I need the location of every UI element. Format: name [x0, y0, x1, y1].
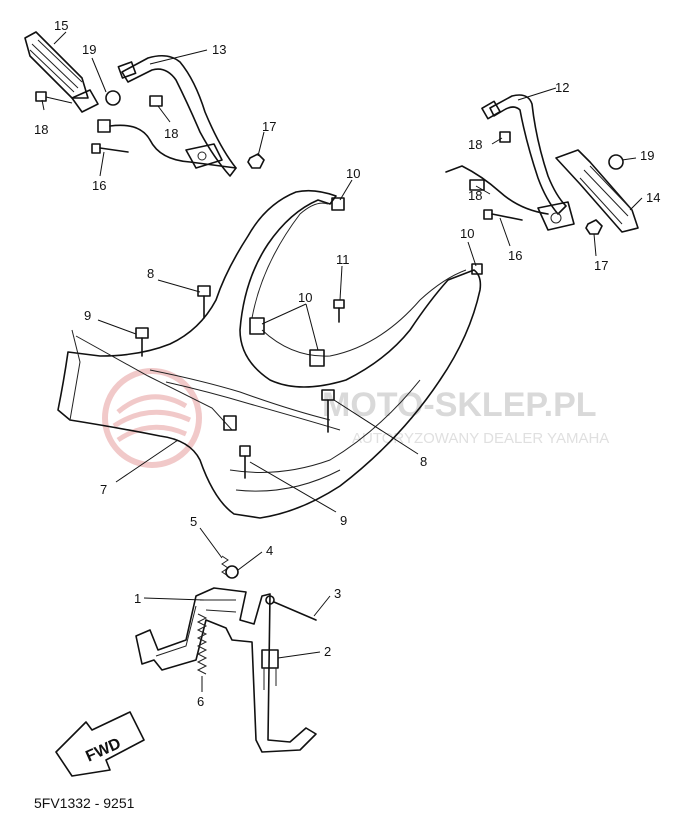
fasteners — [135, 197, 483, 479]
callout-14: 14 — [646, 190, 660, 205]
leg-shield-cover — [57, 189, 482, 519]
washer-right — [608, 154, 624, 170]
watermark-subtitle: AUTORYZOWANY DEALER YAMAHA — [352, 430, 609, 447]
callout-10-right: 10 — [460, 226, 474, 241]
callout-19-right: 19 — [640, 148, 654, 163]
callout-17-left: 17 — [262, 119, 276, 134]
callout-16-left: 16 — [92, 178, 106, 193]
callout-7: 7 — [100, 482, 107, 497]
nut-17-left — [247, 153, 265, 169]
nut-17-right — [585, 219, 603, 235]
bolt-18-left-a — [35, 91, 73, 104]
diagram-code: 5FV1332 - 9251 — [34, 795, 135, 811]
callout-12: 12 — [555, 80, 569, 95]
main-stand — [135, 587, 317, 753]
callout-13: 13 — [212, 42, 226, 57]
callout-labels: 15 19 13 18 18 17 16 10 12 18 19 18 14 1… — [34, 18, 660, 709]
nut-10-top — [331, 197, 345, 211]
footrest-bracket-right — [445, 94, 575, 231]
callout-8-upper: 8 — [147, 266, 154, 281]
callout-3: 3 — [334, 586, 341, 601]
watermark: MOTO-SKLEP.PL AUTORYZOWANY DEALER YAMAHA — [102, 368, 609, 468]
callout-10-mid: 10 — [298, 290, 312, 305]
footrest-rubber-right — [555, 149, 639, 233]
bolt-3 — [265, 595, 317, 621]
callout-18-left-b: 18 — [164, 126, 178, 141]
callout-9-left: 9 — [84, 308, 91, 323]
callout-18-right-a: 18 — [468, 137, 482, 152]
washer-left — [105, 90, 121, 106]
callout-18-left-a: 18 — [34, 122, 48, 137]
callout-4: 4 — [266, 543, 273, 558]
collar-4 — [225, 565, 239, 579]
watermark-brand: MOTO-SKLEP.PL — [322, 386, 597, 424]
screw-9-lower — [239, 445, 251, 479]
callout-8-lower: 8 — [420, 454, 427, 469]
fwd-label: FWD — [83, 735, 123, 765]
callout-1: 1 — [134, 591, 141, 606]
nut-10-mid-b — [309, 349, 325, 367]
screw-9-left — [135, 327, 149, 357]
left-footrest-assembly — [24, 31, 265, 177]
fwd-arrow-icon: FWD — [55, 711, 145, 777]
footrest-bracket-left — [97, 54, 237, 177]
callout-9-lower: 9 — [340, 513, 347, 528]
screw-8-lower — [321, 389, 335, 433]
callout-6: 6 — [197, 694, 204, 709]
nut-10-mid-a — [249, 317, 265, 335]
callout-19-left: 19 — [82, 42, 96, 57]
screw-11 — [333, 299, 345, 323]
nut-10-right — [471, 263, 483, 275]
callout-11: 11 — [336, 252, 350, 267]
bolt-16-right — [483, 209, 523, 221]
stopper-2 — [261, 649, 279, 690]
callout-18-right-b: 18 — [468, 188, 482, 203]
callout-16-right: 16 — [508, 248, 522, 263]
callout-10-top: 10 — [346, 166, 360, 181]
spring-5 — [221, 555, 229, 577]
bolt-16-left — [91, 143, 129, 154]
main-stand-assembly — [135, 555, 317, 753]
watermark-logo-icon — [102, 368, 202, 468]
callout-5: 5 — [190, 514, 197, 529]
callout-15: 15 — [54, 18, 68, 33]
nut-front-clip — [223, 415, 237, 431]
callout-17-right: 17 — [594, 258, 608, 273]
right-footrest-assembly — [445, 94, 639, 235]
leader-lines — [41, 31, 643, 692]
footrest-rubber-left — [24, 31, 99, 113]
callout-2: 2 — [324, 644, 331, 659]
spring-6 — [196, 613, 208, 675]
